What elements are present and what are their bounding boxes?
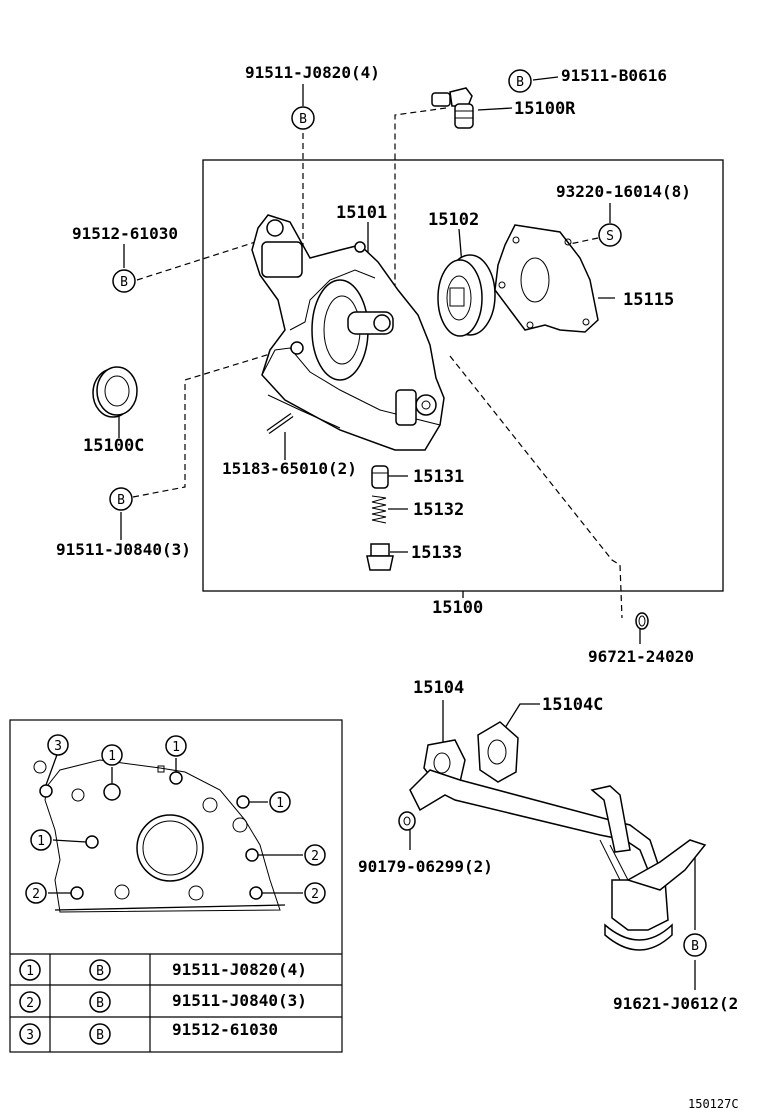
label-15115: 15115 (623, 290, 674, 310)
callout-s-93220: S (598, 223, 622, 247)
relief-union-15100r (431, 87, 474, 129)
svg-text:1: 1 (26, 964, 34, 979)
relief-valve-15131 (371, 465, 389, 489)
callout-b-91512: B (112, 269, 136, 293)
svg-text:B: B (516, 75, 524, 90)
gasket-15104c (477, 721, 519, 783)
svg-text:B: B (96, 1028, 104, 1043)
leader-91511-j0840-dashed (132, 349, 284, 498)
drive-rotor-15102 (437, 254, 496, 337)
svg-text:2: 2 (311, 887, 319, 902)
svg-text:B: B (120, 275, 128, 290)
svg-text:2: 2 (311, 849, 319, 864)
leader-93220-dashed (564, 237, 599, 246)
nut-90179 (398, 811, 416, 831)
label-93220-16014-8: 93220-16014(8) (556, 182, 691, 201)
plug-15133 (366, 543, 394, 571)
label-91621-j0612-2: 91621-J0612(2 (613, 994, 738, 1013)
leader-96721-dashed (449, 355, 623, 619)
svg-text:1: 1 (276, 796, 284, 811)
leader-91511-b0616 (532, 76, 559, 81)
label-15100: 15100 (432, 598, 483, 618)
oil-strainer-15104 (409, 739, 707, 951)
leader-15100r (477, 107, 513, 111)
label-15104c: 15104C (542, 695, 603, 715)
legend-row-2: 2 B 91511-J0840(3) (19, 991, 307, 1013)
label-90179-06299-2: 90179-06299(2) (358, 857, 493, 876)
inset-callout-1b: 1 (165, 735, 187, 757)
callout-b-91511-b0616: B (508, 69, 532, 93)
callout-b-91511-j0820: B (291, 106, 315, 130)
svg-text:3: 3 (54, 739, 62, 754)
legend-row-1: 1 B 91511-J0820(4) (19, 959, 307, 981)
leader-15100r-dashed (394, 107, 447, 318)
leader-91512-61030-dashed (136, 237, 269, 281)
legend-row-3: 3 B 91512-61030 (19, 1020, 278, 1045)
svg-text:B: B (299, 112, 307, 127)
label-15100r: 15100R (514, 99, 576, 119)
oil-seal-15100c (92, 366, 138, 418)
label-91511-j0840-3: 91511-J0840(3) (56, 540, 191, 559)
svg-text:91511-J0820(4): 91511-J0820(4) (172, 960, 307, 979)
inset-callout-1d: 1 (30, 829, 52, 851)
svg-text:1: 1 (37, 834, 45, 849)
svg-text:2: 2 (32, 887, 40, 902)
inset-callout-1c: 1 (269, 791, 291, 813)
spring-15132 (371, 495, 387, 524)
pump-cover-15115 (494, 224, 599, 333)
svg-text:S: S (606, 229, 614, 244)
inset-callout-3: 3 (47, 734, 69, 756)
o-ring-96721 (635, 612, 649, 630)
legend-table (10, 953, 342, 1052)
label-15131: 15131 (413, 467, 464, 487)
inset-callout-2a: 2 (304, 844, 326, 866)
inset-callout-2c: 2 (304, 882, 326, 904)
inset-callout-1a: 1 (101, 744, 123, 766)
callout-b-91511-j0840: B (109, 487, 133, 511)
bolt-location-inset (9, 719, 343, 1053)
svg-text:B: B (96, 996, 104, 1011)
label-15183-65010-2: 15183-65010(2) (222, 459, 357, 478)
callout-b-91621: B (683, 933, 707, 957)
svg-text:B: B (117, 493, 125, 508)
inset-callout-2b: 2 (25, 882, 47, 904)
svg-text:B: B (96, 964, 104, 979)
timing-cover-outline (33, 759, 286, 913)
label-91511-b0616: 91511-B0616 (561, 66, 667, 85)
label-96721-24020: 96721-24020 (588, 647, 694, 666)
inset-leaders (45, 751, 303, 894)
figure-code: 150127C (688, 1097, 739, 1111)
svg-text:1: 1 (172, 740, 180, 755)
leader-15104c (504, 703, 540, 729)
oil-pump-body-15101 (251, 214, 445, 451)
svg-text:2: 2 (26, 996, 34, 1011)
label-15132: 15132 (413, 500, 464, 520)
label-91512-61030: 91512-61030 (72, 224, 178, 243)
svg-text:3: 3 (26, 1028, 34, 1043)
label-15101: 15101 (336, 203, 387, 223)
svg-text:91511-J0840(3): 91511-J0840(3) (172, 991, 307, 1010)
label-15104: 15104 (413, 678, 464, 698)
stud-bolt-15183 (266, 412, 294, 435)
label-91511-j0820-4: 91511-J0820(4) (245, 63, 380, 82)
svg-text:91512-61030: 91512-61030 (172, 1020, 278, 1039)
label-15133: 15133 (411, 543, 462, 563)
svg-text:1: 1 (108, 749, 116, 764)
label-15102: 15102 (428, 210, 479, 230)
label-15100c: 15100C (83, 436, 144, 456)
svg-text:B: B (691, 939, 699, 954)
